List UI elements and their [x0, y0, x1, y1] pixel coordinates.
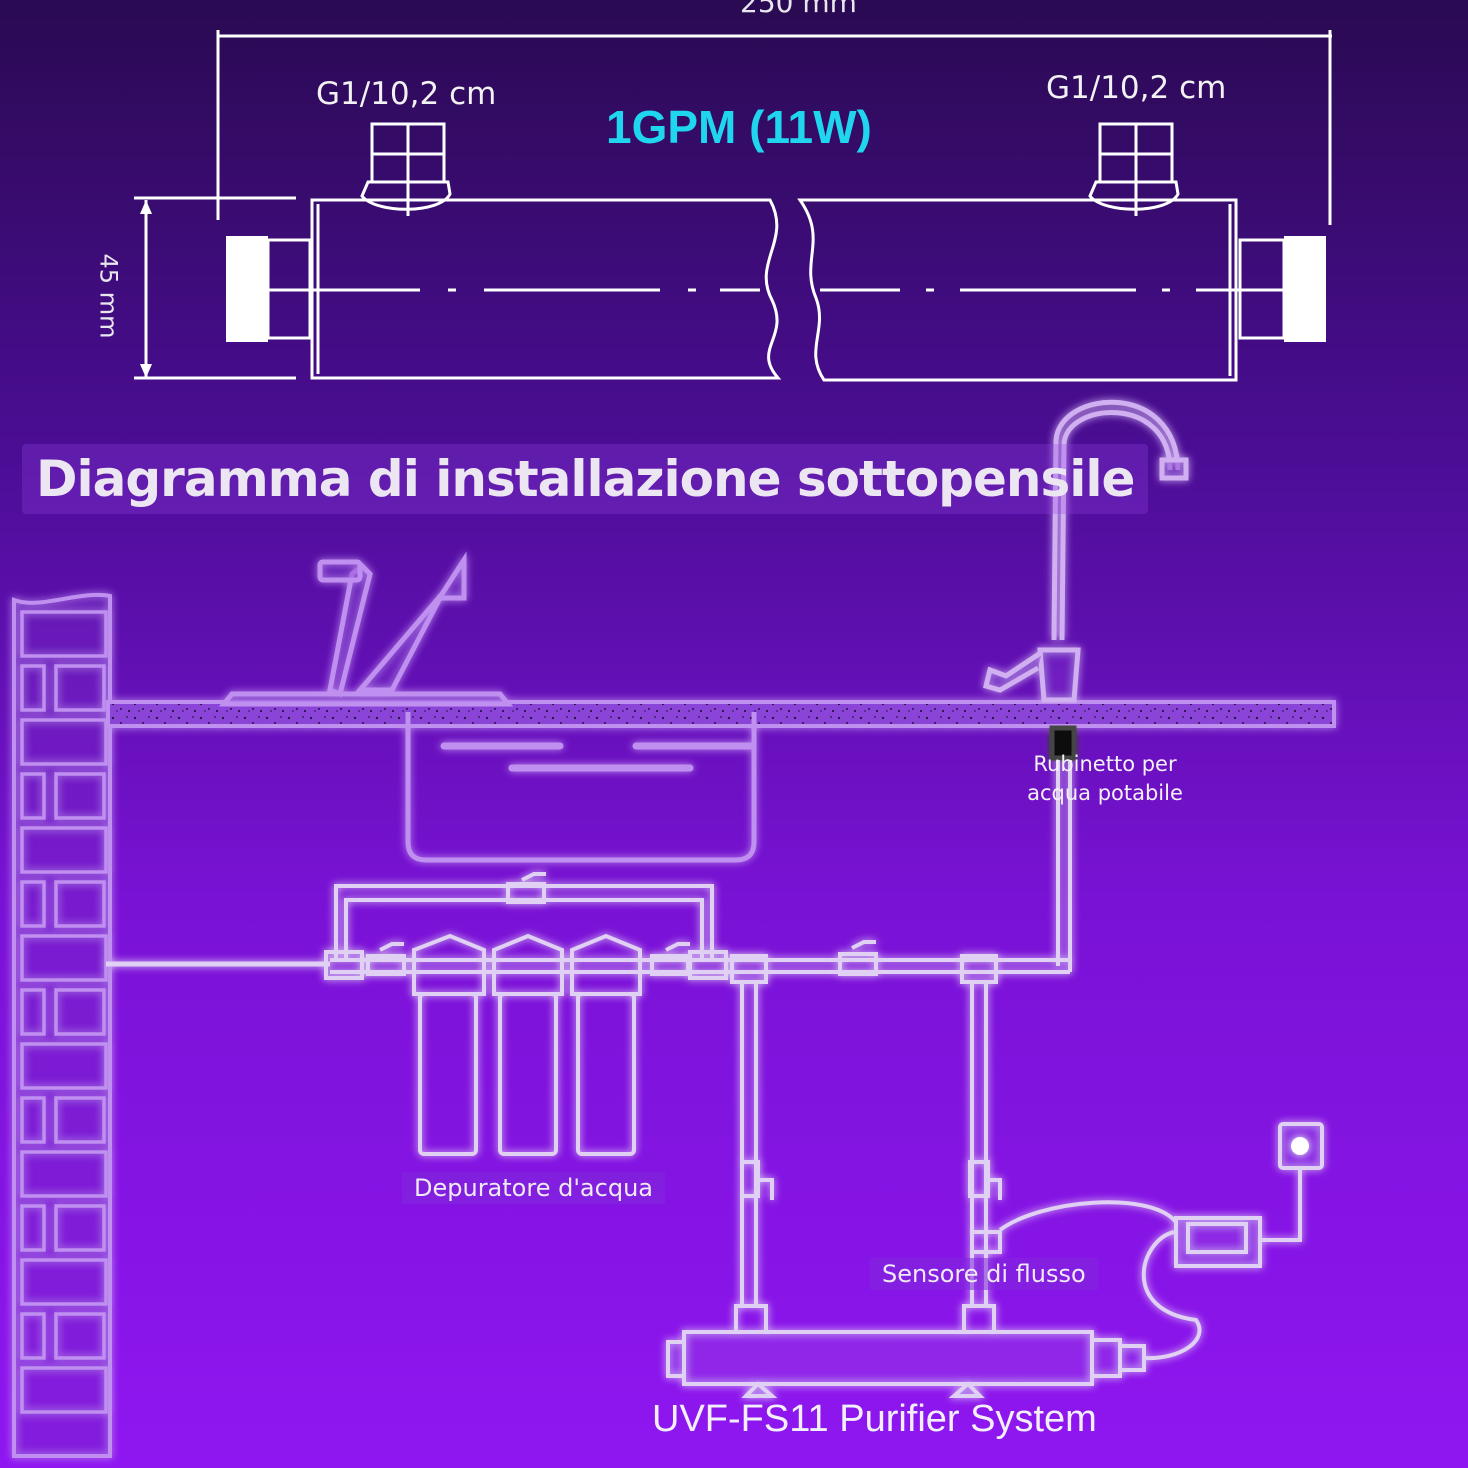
wall-brick	[20, 1042, 108, 1090]
wall-brick	[20, 1204, 46, 1252]
wall-brick	[20, 826, 108, 874]
wall-brick	[54, 1204, 106, 1252]
flow-sensor-label: Sensore di flusso	[870, 1258, 1098, 1290]
drinking-tap-label: Rubinetto per acqua potabile	[1027, 752, 1183, 805]
wall-brick	[20, 1312, 46, 1360]
water-purifier-label: Depuratore d'acqua	[402, 1172, 665, 1204]
diameter-dimension-label: 45 mm	[94, 253, 123, 339]
system-name-label: UVF-FS11 Purifier System	[652, 1398, 1097, 1440]
uv-sterilizer-dimension-drawing	[134, 30, 1332, 382]
wall-brick	[54, 988, 106, 1036]
sterilizer-body-right	[797, 198, 1238, 382]
installation-heading: Diagramma di installazione sottopensile	[22, 444, 1149, 514]
wall-brick	[20, 1150, 108, 1198]
flow-rating-label: 1GPM (11W)	[606, 101, 872, 153]
wall-brick	[20, 1366, 108, 1414]
kitchen-faucet	[218, 551, 514, 707]
sink-basin	[405, 712, 757, 863]
wall-brick	[54, 880, 106, 928]
wall-brick	[54, 772, 106, 820]
wall-brick	[20, 664, 46, 712]
electrical	[970, 1122, 1324, 1361]
wall-brick	[54, 664, 106, 712]
sterilizer-body-left	[310, 198, 782, 380]
uv-purifier-unit	[666, 1330, 1146, 1398]
left-thread-label: G1/10,2 cm	[316, 76, 497, 112]
wall-brick	[20, 880, 46, 928]
wall-brick	[54, 1096, 106, 1144]
wall-brick	[54, 1312, 106, 1360]
right-port	[1088, 122, 1180, 216]
wall-brick	[20, 1258, 108, 1306]
wall-brick	[20, 610, 108, 658]
wall-brick	[20, 772, 46, 820]
drinking-water-tap	[982, 399, 1189, 761]
left-port	[360, 122, 452, 216]
wall-brick	[20, 934, 108, 982]
plumbing	[106, 760, 1072, 1334]
wall-brick	[20, 988, 46, 1036]
wall-brick	[20, 1096, 46, 1144]
water-filter-housings	[412, 933, 642, 1156]
flow-sensor-box	[970, 1230, 1002, 1254]
wall-brick	[20, 718, 108, 766]
length-dimension-label: 250 mm	[740, 0, 857, 19]
brick-wall	[12, 592, 112, 1458]
right-thread-label: G1/10,2 cm	[1046, 70, 1227, 106]
